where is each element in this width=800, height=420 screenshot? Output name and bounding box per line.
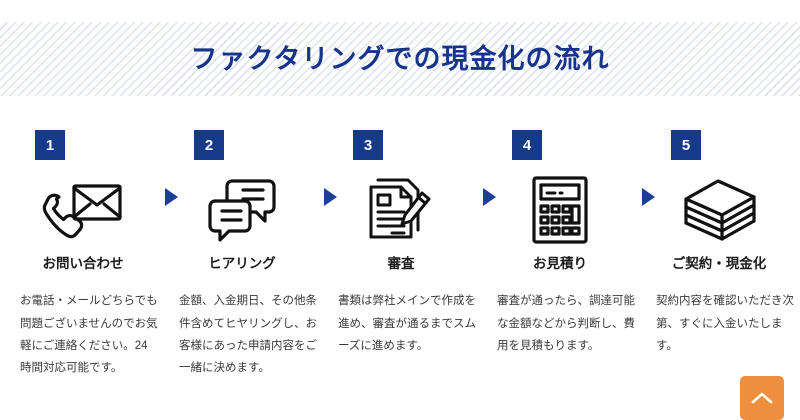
step-4-label: お見積り [533, 256, 587, 271]
step-5-label: ご契約・現金化 [671, 256, 767, 271]
chevron-up-icon [751, 391, 773, 405]
step-5: 5 ご契約・現金化 契約内容を確認いただき次第、すぐに入金いたします。 [642, 130, 800, 357]
step-1-number-badge: 1 [35, 130, 65, 160]
step-2-number-badge: 2 [194, 130, 224, 160]
arrow-2-to-3-icon [324, 188, 337, 206]
step-4-number-badge: 4 [512, 130, 542, 160]
arrow-1-to-2-icon [165, 188, 178, 206]
step-2-label: ヒアリング [208, 256, 276, 271]
step-5-description: 契約内容を確認いただき次第、すぐに入金いたします。 [656, 295, 794, 353]
money-stack-icon [656, 174, 782, 246]
step-1-label: お問い合わせ [42, 256, 124, 271]
step-3-description: 書類は弊社メインで作成を進め、審査が通るまでスムーズに進めます。 [338, 295, 476, 353]
document-pen-icon [338, 174, 464, 246]
step-1-description: お電話・メールどちらでも問題ございませんのでお気軽にご連絡ください。24時間対応… [20, 295, 158, 375]
step-4-description: 審査が通ったら、調達可能な金額などから判断し、費用を見積もります。 [497, 295, 635, 353]
calculator-icon [497, 174, 623, 246]
page-title: ファクタリングでの現金化の流れ [190, 43, 610, 74]
phone-envelope-icon [20, 174, 146, 246]
scroll-to-top-button[interactable] [740, 376, 784, 420]
arrow-4-to-5-icon [642, 188, 655, 206]
speech-bubbles-icon [179, 174, 305, 246]
step-2: 2 ヒアリング 金額、入金期日、その他条件含めてヒヤリングし、お客様にあった申請… [165, 130, 323, 380]
step-1: 1 お問い合わせ お電話・メールどちらでも問題ございませんのでお気軽にご連絡くだ… [20, 130, 164, 380]
step-3-label: 審査 [387, 256, 415, 271]
arrow-3-to-4-icon [483, 188, 496, 206]
step-3-number-badge: 3 [353, 130, 383, 160]
process-steps: 1 お問い合わせ お電話・メールどちらでも問題ございませんのでお気軽にご連絡くだ… [0, 130, 800, 380]
step-3: 3 審査 書類は弊社メインで作成を進め、審査が通るまでスムーズに進めます。 [324, 130, 482, 357]
step-4: 4 お見積り 審査が通ったら、調達可能な金額などから判断し、費用を見積もります。 [483, 130, 641, 357]
page-header-band: ファクタリングでの現金化の流れ [0, 22, 800, 96]
step-5-number-badge: 5 [671, 130, 701, 160]
step-2-description: 金額、入金期日、その他条件含めてヒヤリングし、お客様にあった申請内容をご一緒に決… [179, 295, 317, 375]
